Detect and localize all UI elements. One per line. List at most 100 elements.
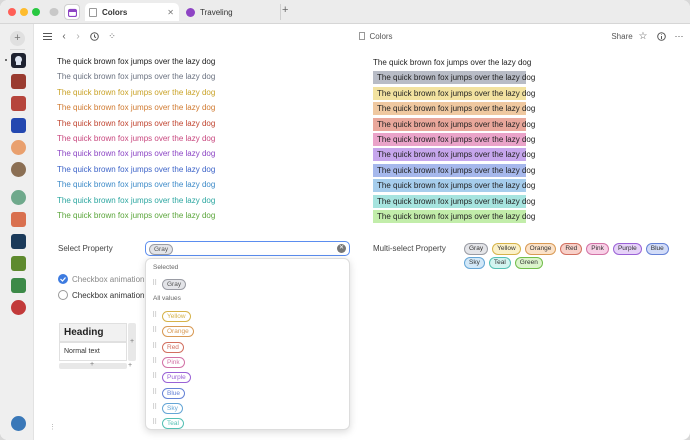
multi-select-chip[interactable]: Yellow [492, 243, 521, 255]
divider [280, 4, 281, 20]
menu-icon[interactable] [41, 29, 53, 43]
multi-select-chip[interactable]: Red [560, 243, 583, 255]
drag-handle-icon[interactable]: ⠿ [152, 419, 158, 427]
resize-handle-icon[interactable]: ⋮ [49, 424, 56, 431]
multi-select-chip[interactable]: Teal [488, 257, 511, 269]
add-row-column-icon[interactable]: + [128, 362, 133, 369]
select-property-field[interactable]: Gray ✕ [145, 241, 350, 256]
checkbox-checked[interactable] [58, 274, 68, 284]
workspace-avatar-12[interactable] [11, 300, 26, 315]
calendar-icon[interactable] [64, 4, 80, 20]
drag-handle-icon[interactable]: ⠿ [152, 403, 158, 411]
zoom-window-button[interactable] [32, 8, 40, 16]
highlighted-text-line: The quick brown fox jumps over the lazy … [373, 102, 535, 115]
multi-select-chip[interactable]: Purple [612, 243, 642, 255]
option-chip[interactable]: Yellow [162, 311, 191, 322]
workspace-avatar-8[interactable] [11, 212, 26, 227]
minimize-window-button[interactable] [20, 8, 28, 16]
tab-bar: Colors ✕ Traveling + [0, 0, 690, 24]
close-tab-icon[interactable]: ✕ [167, 7, 174, 17]
colored-text-line: The quick brown fox jumps over the lazy … [57, 180, 216, 189]
tab-traveling[interactable]: Traveling [186, 3, 276, 21]
info-icon[interactable] [655, 29, 667, 43]
drag-handle-icon[interactable]: ⠿ [152, 342, 158, 350]
history-clock-icon[interactable] [88, 29, 100, 43]
highlighted-text-line: The quick brown fox jumps over the lazy … [373, 148, 535, 161]
workspace-avatar-9[interactable] [11, 234, 26, 249]
checkbox-label: Checkbox animation [72, 275, 145, 284]
ghost-icon[interactable] [46, 4, 62, 20]
multi-select-chip[interactable]: Blue [645, 243, 669, 255]
graph-view-icon[interactable]: ⁘ [108, 30, 116, 41]
drag-handle-icon[interactable]: ⠿ [152, 373, 158, 381]
add-column-bar[interactable] [128, 323, 136, 361]
drag-handle-icon[interactable]: ⠿ [152, 388, 158, 396]
select-dropdown: Selected ⠿ Gray All values ⠿Yellow⠿Orang… [145, 258, 350, 430]
option-chip[interactable]: Blue [162, 387, 186, 399]
colored-text-line: The quick brown fox jumps over the lazy … [57, 103, 216, 112]
highlighted-text-line: The quick brown fox jumps over the lazy … [373, 195, 535, 208]
tab-colors[interactable]: Colors ✕ [85, 3, 179, 21]
selected-value-chip: Gray [149, 243, 174, 255]
checkbox-label: Checkbox animation [72, 291, 145, 300]
back-arrow-icon[interactable]: ‹ [62, 30, 66, 42]
page-title: Colors [346, 29, 406, 43]
workspace-avatar-6[interactable] [11, 162, 26, 177]
clear-selection-icon[interactable]: ✕ [337, 244, 346, 253]
workspace-avatar-11[interactable] [11, 278, 26, 293]
multi-select-chip[interactable]: Green [514, 257, 543, 269]
table-heading-cell[interactable]: Heading [59, 323, 127, 342]
page-toolbar: ‹ › ⁘ Colors Share ☆ ⋯ [34, 24, 690, 48]
more-options-icon[interactable]: ⋯ [674, 30, 684, 41]
workspace-avatar-skull-icon[interactable] [11, 53, 26, 68]
tab-label: Colors [102, 7, 128, 17]
workspace-avatar-10[interactable] [11, 256, 26, 271]
new-tab-button[interactable]: + [282, 4, 289, 16]
workspace-avatar-7[interactable] [11, 190, 26, 205]
option-chip[interactable]: Orange [162, 326, 194, 338]
colored-text-line: The quick brown fox jumps over the lazy … [57, 134, 216, 143]
share-button[interactable]: Share [611, 31, 633, 41]
option-chip[interactable]: Teal [162, 418, 184, 430]
workspace-avatar-4[interactable] [11, 118, 26, 133]
tab-label: Traveling [200, 7, 233, 17]
table-body-cell[interactable]: Normal text [59, 342, 127, 361]
page-title-text: Colors [369, 31, 393, 41]
option-chip[interactable]: Purple [162, 372, 191, 384]
multi-select-chip[interactable]: Sky [464, 257, 485, 269]
colored-text-line: The quick brown fox jumps over the lazy … [57, 165, 216, 174]
multi-select-chip[interactable]: Orange [524, 243, 557, 255]
star-icon[interactable]: ☆ [638, 30, 648, 42]
workspace-avatar-2[interactable] [11, 74, 26, 89]
select-property-label: Select Property [58, 244, 113, 253]
add-row-icon[interactable]: + [90, 361, 95, 368]
multi-select-label: Multi-select Property [373, 244, 446, 253]
workspace-avatar-5[interactable] [11, 140, 26, 155]
selected-option-chip[interactable]: Gray [162, 279, 187, 290]
close-window-button[interactable] [8, 8, 16, 16]
add-row-bar[interactable] [59, 363, 127, 369]
workspace-avatar-3[interactable] [11, 96, 26, 111]
user-avatar[interactable] [11, 416, 26, 431]
drag-handle-icon[interactable]: ⠿ [152, 327, 158, 335]
forward-arrow-icon[interactable]: › [76, 30, 80, 42]
add-workspace-button[interactable]: + [10, 31, 25, 46]
multi-select-chip[interactable]: Pink [586, 243, 609, 255]
multi-select-chip[interactable]: Gray [464, 243, 489, 255]
highlighted-text-line: The quick brown fox jumps over the lazy … [373, 87, 535, 100]
checkbox-unchecked[interactable] [58, 290, 68, 300]
colored-text-line: The quick brown fox jumps over the lazy … [57, 57, 216, 66]
option-chip[interactable]: Pink [162, 356, 185, 368]
add-column-icon[interactable]: + [130, 338, 135, 345]
workspace-sidebar: + [0, 24, 34, 440]
drag-handle-icon[interactable]: ⠿ [152, 312, 158, 319]
highlighted-text-line: The quick brown fox jumps over the lazy … [373, 179, 535, 192]
drag-handle-icon[interactable]: ⠿ [152, 357, 158, 365]
divider [10, 49, 25, 50]
colored-text-line: The quick brown fox jumps over the lazy … [57, 149, 216, 158]
colored-text-line: The quick brown fox jumps over the lazy … [57, 196, 216, 205]
option-chip[interactable]: Red [162, 341, 184, 353]
option-chip[interactable]: Sky [162, 402, 183, 414]
drag-handle-icon[interactable]: ⠿ [152, 280, 158, 287]
